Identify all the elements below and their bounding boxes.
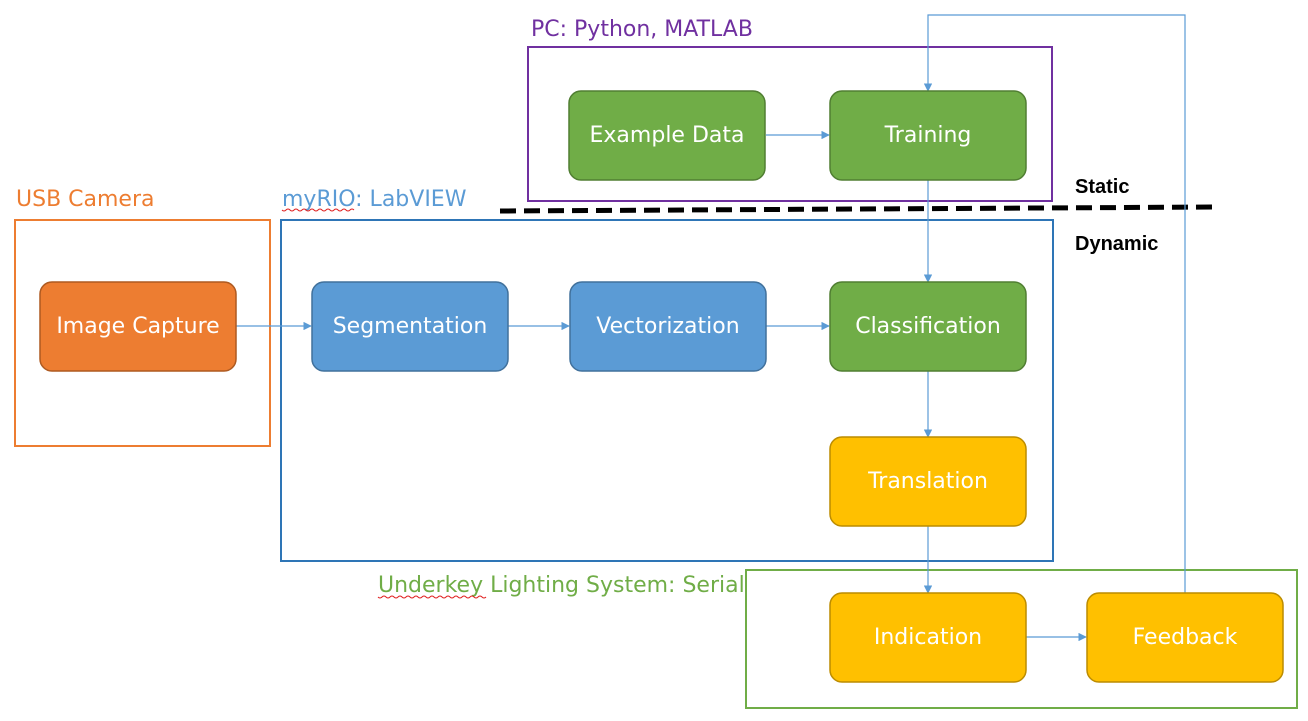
- node-feedback-box: [1086, 592, 1284, 683]
- node-classification-label: Classification: [855, 314, 1001, 339]
- myrio-spellcheck-underline: [281, 208, 355, 212]
- node-indication-box: [829, 592, 1027, 683]
- underkey-group-box: [745, 569, 1298, 709]
- usb-camera-group-box: [14, 219, 271, 447]
- node-training-label: Training: [884, 123, 972, 148]
- pc-group-label: PC: Python, MATLAB: [531, 17, 753, 42]
- node-segmentation-label: Segmentation: [333, 314, 488, 339]
- node-training: Training: [829, 90, 1027, 181]
- myrio-label-part-2: : LabVIEW: [355, 187, 467, 212]
- arrow-feedback-to-training: [923, 14, 1186, 593]
- myrio-label-part-1: myRIO: [282, 187, 355, 212]
- underkey-label-part-2: Lighting System: Serial: [483, 573, 745, 598]
- node-indication: Indication: [829, 592, 1027, 683]
- node-feedback-label: Feedback: [1133, 625, 1238, 650]
- node-example-data: Example Data: [568, 90, 766, 181]
- node-vectorization-box: [569, 281, 767, 372]
- node-translation: Translation: [829, 436, 1027, 527]
- static-zone-label: Static: [1075, 176, 1129, 198]
- node-vectorization: Vectorization: [569, 281, 767, 372]
- node-indication-label: Indication: [874, 625, 982, 650]
- underkey-spellcheck-underline: [377, 595, 487, 599]
- node-translation-box: [829, 436, 1027, 527]
- node-image-capture-label: Image Capture: [56, 314, 219, 339]
- node-classification-box: [829, 281, 1027, 372]
- static-dynamic-divider: [499, 204, 1219, 214]
- node-image-capture: Image Capture: [39, 281, 237, 372]
- pc-group-box: [527, 46, 1053, 202]
- underkey-label-part-1: Underkey: [378, 573, 483, 598]
- myrio-group-box: [280, 219, 1054, 562]
- node-image-capture-box: [39, 281, 237, 372]
- node-segmentation: Segmentation: [311, 281, 509, 372]
- node-feedback: Feedback: [1086, 592, 1284, 683]
- node-vectorization-label: Vectorization: [596, 314, 739, 339]
- dynamic-zone-label: Dynamic: [1075, 233, 1158, 255]
- node-translation-label: Translation: [867, 469, 988, 494]
- node-training-box: [829, 90, 1027, 181]
- usb-camera-group-label: USB Camera: [16, 187, 155, 212]
- node-segmentation-box: [311, 281, 509, 372]
- node-classification: Classification: [829, 281, 1027, 372]
- node-example-data-label: Example Data: [590, 123, 745, 148]
- node-example-data-box: [568, 90, 766, 181]
- myrio-group-label: myRIO: LabVIEW: [282, 187, 467, 212]
- underkey-group-label: Underkey Lighting System: Serial: [378, 573, 745, 598]
